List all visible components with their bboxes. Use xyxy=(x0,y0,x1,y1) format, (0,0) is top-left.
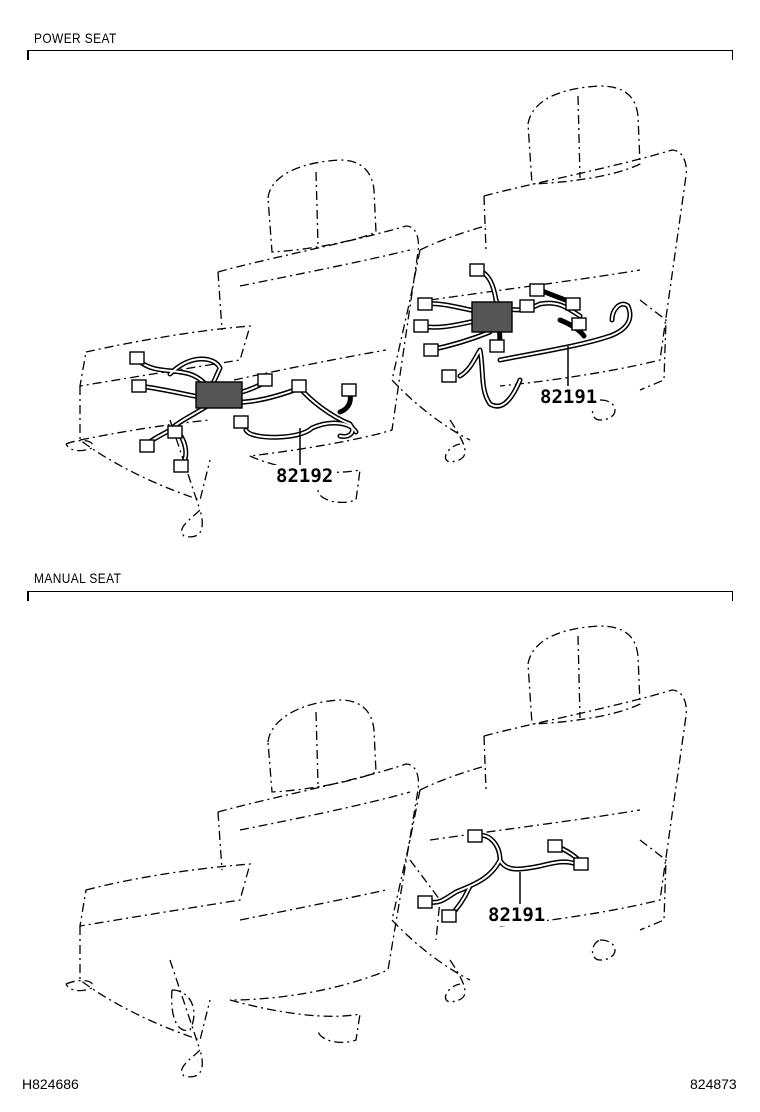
power-left-seat xyxy=(65,159,420,538)
manual-right-seat xyxy=(391,625,688,1003)
manual-seat-bracket xyxy=(27,591,733,602)
power-seat-bracket xyxy=(27,50,733,61)
footer-left-code: H824686 xyxy=(22,1076,79,1092)
power-right-seat xyxy=(391,85,688,463)
part-number-82192: 82192 xyxy=(274,465,336,487)
footer-right-code: 824873 xyxy=(690,1076,737,1092)
part-number-82191-manual: 82191 xyxy=(486,904,548,926)
part-number-82191-power: 82191 xyxy=(538,386,600,408)
harness-82191-manual xyxy=(417,829,589,923)
manual-seat-label: MANUAL SEAT xyxy=(34,570,122,586)
harness-82191-power xyxy=(413,263,633,409)
power-seat-label: POWER SEAT xyxy=(34,30,117,46)
manual-left-seat xyxy=(65,699,420,1078)
harness-82192 xyxy=(129,351,359,473)
